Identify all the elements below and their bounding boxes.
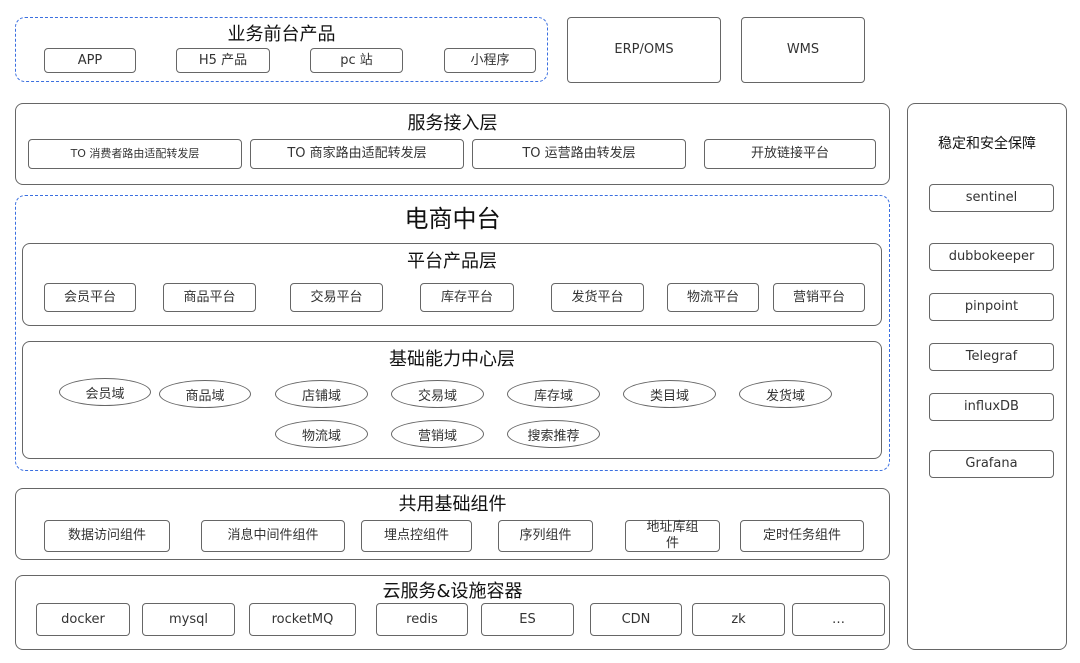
ecommerce-middle-platform — [15, 195, 890, 471]
cloud-item-docker[interactable]: docker — [36, 603, 130, 636]
cloud-item-es[interactable]: ES — [481, 603, 574, 636]
common-components-title: 共用基础组件 — [398, 494, 507, 515]
stability-item-dubbokeeper[interactable]: dubbokeeper — [929, 243, 1054, 271]
cloud-item-redis[interactable]: redis — [376, 603, 468, 636]
erp-oms-box[interactable]: ERP/OMS — [567, 17, 721, 83]
cloud-item-more[interactable]: … — [792, 603, 885, 636]
stability-item-grafana[interactable]: Grafana — [929, 450, 1054, 478]
access-item-consumer[interactable]: TO 消费者路由适配转发层 — [28, 139, 242, 169]
domain-marketing[interactable]: 营销域 — [391, 420, 484, 448]
domain-shipping[interactable]: 发货域 — [739, 380, 832, 408]
common-item-sequence[interactable]: 序列组件 — [498, 520, 593, 552]
cloud-infra-title: 云服务&设施容器 — [382, 581, 523, 602]
capability-layer-title: 基础能力中心层 — [389, 349, 515, 370]
domain-store[interactable]: 店铺域 — [275, 380, 368, 408]
domain-category[interactable]: 类目域 — [623, 380, 716, 408]
wms-box[interactable]: WMS — [741, 17, 865, 83]
access-item-open-platform[interactable]: 开放链接平台 — [704, 139, 876, 169]
platform-item-trade[interactable]: 交易平台 — [290, 283, 383, 312]
stability-item-pinpoint[interactable]: pinpoint — [929, 293, 1054, 321]
frontend-title: 业务前台产品 — [227, 24, 336, 45]
platform-item-goods[interactable]: 商品平台 — [163, 283, 256, 312]
cloud-item-rocketmq[interactable]: rocketMQ — [249, 603, 356, 636]
cloud-item-mysql[interactable]: mysql — [142, 603, 235, 636]
domain-trade[interactable]: 交易域 — [391, 380, 484, 408]
platform-item-inventory[interactable]: 库存平台 — [420, 283, 514, 312]
frontend-item-h5[interactable]: H5 产品 — [176, 48, 270, 73]
platform-item-marketing[interactable]: 营销平台 — [773, 283, 865, 312]
platform-layer-title: 平台产品层 — [407, 251, 497, 272]
stability-item-influxdb[interactable]: influxDB — [929, 393, 1054, 421]
platform-item-member[interactable]: 会员平台 — [44, 283, 136, 312]
access-item-merchant[interactable]: TO 商家路由适配转发层 — [250, 139, 464, 169]
common-item-tracking[interactable]: 埋点控组件 — [361, 520, 472, 552]
frontend-item-miniapp[interactable]: 小程序 — [444, 48, 536, 73]
common-item-scheduler[interactable]: 定时任务组件 — [740, 520, 864, 552]
domain-search-recommend[interactable]: 搜索推荐 — [507, 420, 600, 448]
common-item-data-access[interactable]: 数据访问组件 — [44, 520, 170, 552]
domain-logistics[interactable]: 物流域 — [275, 420, 368, 448]
frontend-item-app[interactable]: APP — [44, 48, 136, 73]
stability-security-title: 稳定和安全保障 — [938, 136, 1036, 152]
ecommerce-title: 电商中台 — [404, 205, 501, 233]
cloud-item-zk[interactable]: zk — [692, 603, 785, 636]
cloud-item-cdn[interactable]: CDN — [590, 603, 682, 636]
domain-goods[interactable]: 商品域 — [159, 380, 251, 408]
frontend-group — [15, 17, 548, 82]
frontend-item-pc[interactable]: pc 站 — [310, 48, 403, 73]
domain-inventory[interactable]: 库存域 — [507, 380, 600, 408]
platform-item-logistics[interactable]: 物流平台 — [667, 283, 759, 312]
stability-item-sentinel[interactable]: sentinel — [929, 184, 1054, 212]
common-item-address-lib[interactable]: 地址库组 件 — [625, 520, 720, 552]
access-layer-title: 服务接入层 — [407, 113, 498, 134]
access-item-operation[interactable]: TO 运营路由转发层 — [472, 139, 686, 169]
common-item-mq[interactable]: 消息中间件组件 — [201, 520, 345, 552]
platform-item-shipping[interactable]: 发货平台 — [551, 283, 644, 312]
domain-member[interactable]: 会员域 — [59, 378, 151, 406]
stability-item-telegraf[interactable]: Telegraf — [929, 343, 1054, 371]
